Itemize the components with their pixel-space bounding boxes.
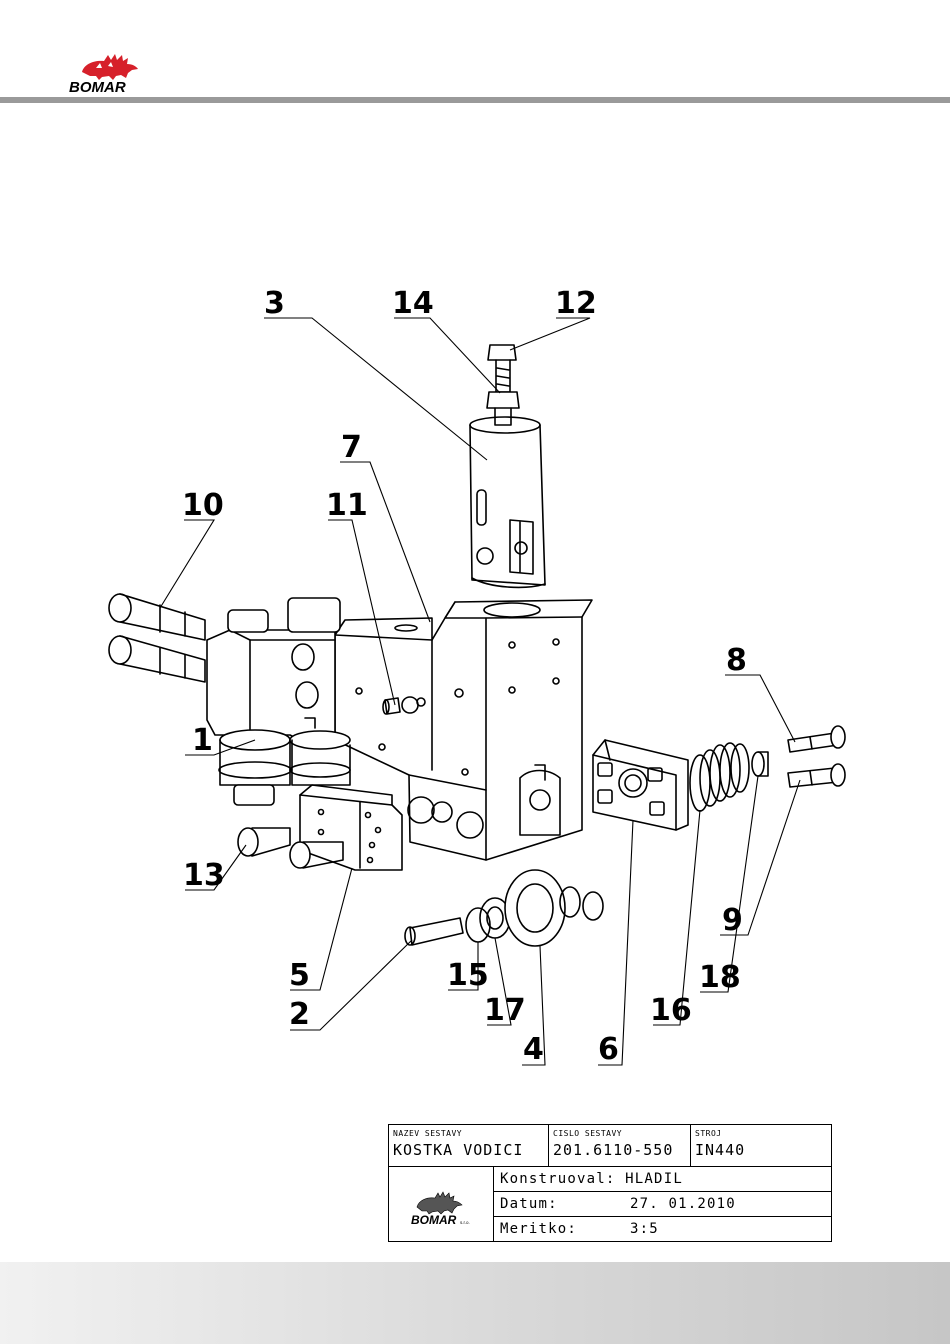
tb-bomar-logo: BOMAR s.r.o. [389,1167,494,1242]
part-long-bolts [109,594,205,682]
exploded-assembly-drawing: 1 2 3 4 5 6 7 8 9 10 11 12 13 14 15 16 1… [0,0,950,1100]
tb-logo-text: BOMAR [411,1213,457,1227]
tb-scale-value: 3:5 [630,1221,659,1237]
tb-machine-label: STROJ [695,1129,722,1138]
callout-14: 14 [392,286,434,321]
tb-number-cell: CISLO SESTAVY 201.6110-550 [549,1125,691,1167]
tb-date-label: Datum: [500,1196,558,1212]
tb-date-row: Datum: 27. 01.2010 [494,1192,832,1217]
tb-machine-value: IN440 [695,1141,745,1159]
tb-designer: Konstruoval: HLADIL [500,1171,683,1187]
callout-9: 9 [722,903,743,938]
tb-scale-label: Meritko: [500,1221,577,1237]
callout-13: 13 [183,858,225,893]
tb-name-cell: NAZEV SESTAVY KOSTKA VODICI [389,1125,549,1167]
tb-name-value: KOSTKA VODICI [393,1141,523,1159]
tb-logo-cell: BOMAR s.r.o. [389,1167,494,1242]
callout-10: 10 [182,488,224,523]
part-sleeve [470,417,545,587]
tb-number-label: CISLO SESTAVY [553,1129,622,1138]
part-roller-bearing [466,870,603,946]
callout-15: 15 [447,958,489,993]
part-guide-block [207,598,350,805]
dinosaur-icon [417,1192,462,1214]
callout-3: 3 [264,286,285,321]
tb-scale-row: Meritko: 3:5 [494,1217,832,1242]
part-spring [690,743,749,811]
part-cylinder-pin [405,918,463,945]
tb-number-value: 201.6110-550 [553,1141,673,1159]
callout-8: 8 [726,643,747,678]
tb-designer-row: Konstruoval: HLADIL [494,1167,832,1192]
part-end-plate [593,740,688,830]
part-small-sleeve [752,752,768,776]
tb-name-label: NAZEV SESTAVY [393,1129,462,1138]
footer-band [0,1262,950,1344]
part-clamp-plate [300,785,402,870]
callout-16: 16 [650,993,692,1028]
callout-5: 5 [289,958,310,993]
callout-11: 11 [326,488,368,523]
callout-7: 7 [341,430,362,465]
tb-machine-cell: STROJ IN440 [691,1125,832,1167]
callout-17: 17 [484,993,526,1028]
tb-logo-suffix: s.r.o. [460,1220,470,1225]
callout-6: 6 [598,1032,619,1067]
tb-date-value: 27. 01.2010 [630,1196,736,1212]
title-block: NAZEV SESTAVY KOSTKA VODICI CISLO SESTAV… [388,1124,832,1242]
callout-12: 12 [555,286,597,321]
callout-4: 4 [523,1032,544,1067]
callout-2: 2 [289,997,310,1032]
callout-18: 18 [699,960,741,995]
callout-1: 1 [192,723,213,758]
part-short-bolts [788,726,845,787]
